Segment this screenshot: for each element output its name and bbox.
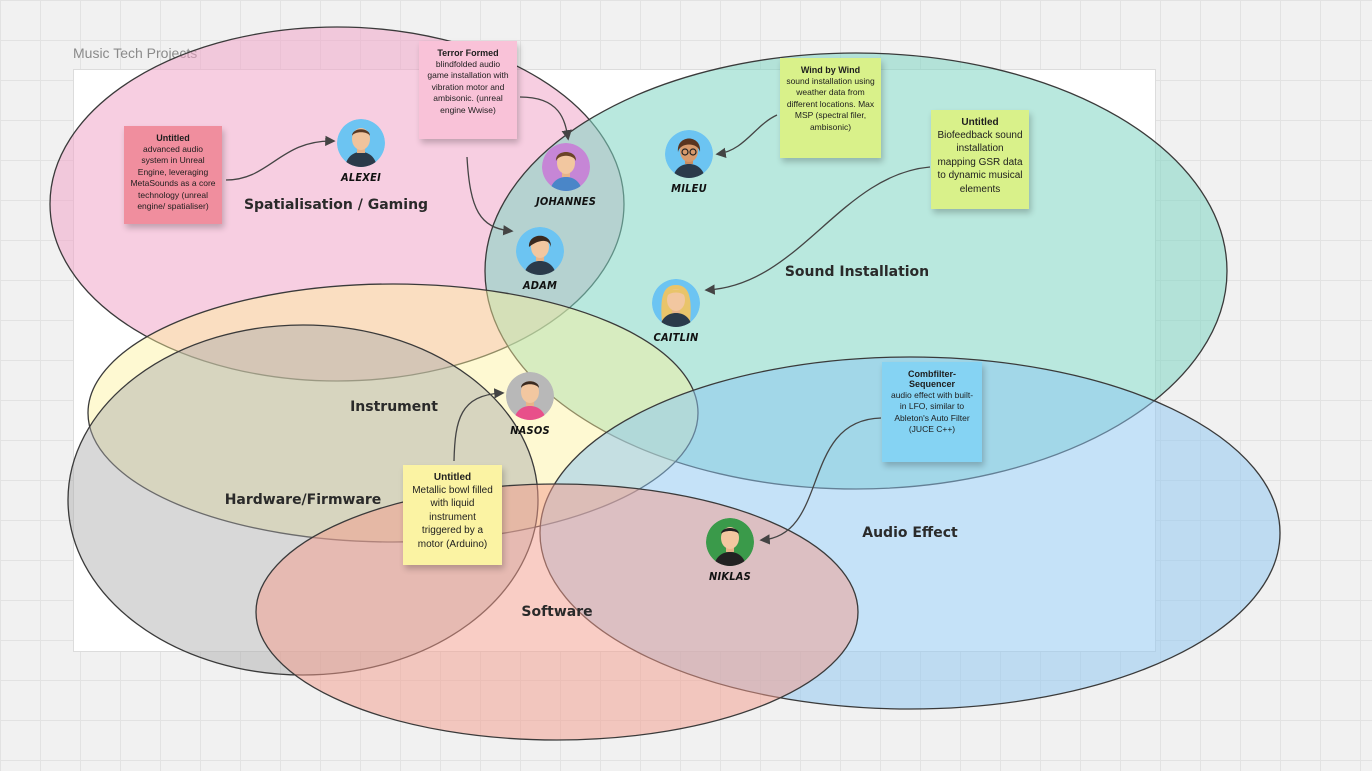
- sticky-body: blindfolded audio game installation with…: [427, 59, 509, 115]
- person-mileu[interactable]: MILEU: [659, 130, 719, 195]
- sticky-title: Combfilter-Sequencer: [908, 369, 956, 389]
- person-alexei[interactable]: ALEXEI: [331, 119, 391, 184]
- sticky-title: Untitled: [961, 117, 999, 128]
- person-name-nasos: NASOS: [510, 424, 550, 437]
- sticky-title: Terror Formed: [437, 48, 499, 58]
- group-label-software[interactable]: Software: [521, 604, 593, 620]
- avatar-icon: [706, 518, 754, 566]
- sticky-title: Untitled: [156, 133, 190, 143]
- group-label-spatialisation[interactable]: Spatialisation / Gaming: [243, 197, 429, 213]
- avatar-icon: [337, 119, 385, 167]
- person-name-alexei: ALEXEI: [340, 171, 381, 184]
- sticky-untitled-biofeedback[interactable]: Untitled Biofeedback sound installation …: [931, 110, 1029, 209]
- avatar-icon: [516, 227, 564, 275]
- person-name-mileu: MILEU: [671, 182, 707, 195]
- group-label-hardware[interactable]: Hardware/Firmware: [224, 492, 382, 508]
- group-label-instrument[interactable]: Instrument: [350, 399, 438, 415]
- sticky-combfilter[interactable]: Combfilter-Sequencer audio effect with b…: [882, 362, 982, 462]
- person-johannes[interactable]: JOHANNES: [536, 143, 596, 208]
- sticky-body: Biofeedback sound installation mapping G…: [937, 130, 1023, 195]
- sticky-wind-by-wind[interactable]: Wind by Wind sound installation using we…: [780, 58, 881, 158]
- sticky-untitled-unreal[interactable]: Untitled advanced audio system in Unreal…: [124, 126, 222, 224]
- frame-title[interactable]: Music Tech Projects: [73, 45, 198, 61]
- person-name-johannes: JOHANNES: [536, 195, 597, 208]
- person-caitlin[interactable]: CAITLIN: [646, 279, 706, 344]
- group-label-audio-effect[interactable]: Audio Effect: [862, 525, 958, 541]
- sticky-title: Wind by Wind: [800, 65, 861, 75]
- person-name-caitlin: CAITLIN: [653, 331, 699, 344]
- person-adam[interactable]: ADAM: [510, 227, 570, 292]
- avatar-icon: [665, 130, 713, 178]
- person-nasos[interactable]: NASOS: [500, 372, 560, 437]
- sticky-title: Untitled: [433, 472, 472, 483]
- group-label-sound-installation[interactable]: Sound Installation: [784, 264, 930, 280]
- sticky-body: sound installation using weather data fr…: [786, 76, 875, 132]
- sticky-body: Metallic bowl filled with liquid instrum…: [412, 485, 493, 550]
- person-niklas[interactable]: NIKLAS: [700, 518, 760, 583]
- avatar-icon: [506, 372, 554, 420]
- sticky-terror-formed[interactable]: Terror Formed blindfolded audio game ins…: [419, 41, 517, 139]
- person-name-adam: ADAM: [522, 279, 558, 292]
- sticky-untitled-bowl[interactable]: Untitled Metallic bowl filled with liqui…: [403, 465, 502, 565]
- avatar-icon: [652, 279, 700, 327]
- sticky-body: audio effect with built-in LFO, similar …: [890, 390, 974, 435]
- avatar-icon: [542, 143, 590, 191]
- person-name-niklas: NIKLAS: [709, 570, 751, 583]
- sticky-body: advanced audio system in Unreal Engine, …: [130, 144, 216, 212]
